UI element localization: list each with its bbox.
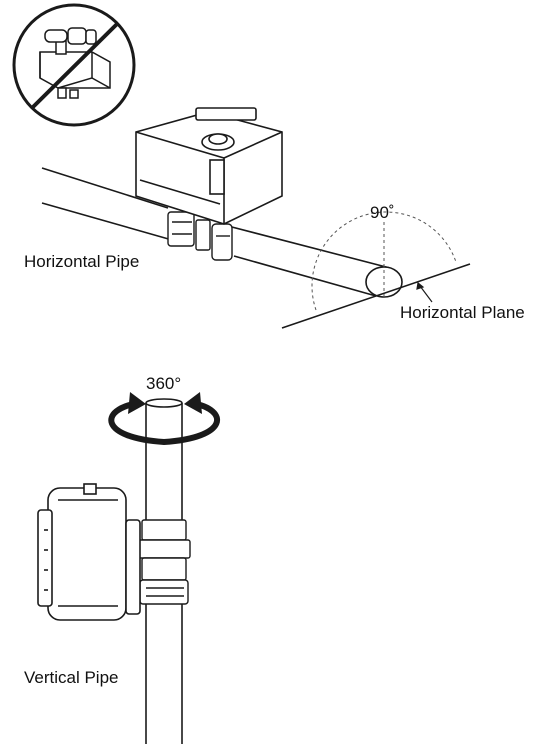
horizontal-actuator <box>135 107 283 225</box>
label-90-degree: 90˚ <box>370 203 395 222</box>
label-horizontal-plane: Horizontal Plane <box>400 303 525 322</box>
rotation-arrow-icon <box>108 392 221 446</box>
angle-90-indicator <box>311 211 457 311</box>
horizontal-valve-body <box>167 211 233 261</box>
vertical-actuator <box>37 483 141 621</box>
vertical-valve-body <box>137 519 191 605</box>
label-vertical-pipe: Vertical Pipe <box>24 668 119 687</box>
label-horizontal-pipe: Horizontal Pipe <box>24 252 139 271</box>
label-360-degree: 360° <box>146 374 181 393</box>
horizontal-plane-leader <box>416 281 433 303</box>
prohibited-installation-icon <box>12 3 136 127</box>
horizontal-plane-line <box>281 263 471 329</box>
